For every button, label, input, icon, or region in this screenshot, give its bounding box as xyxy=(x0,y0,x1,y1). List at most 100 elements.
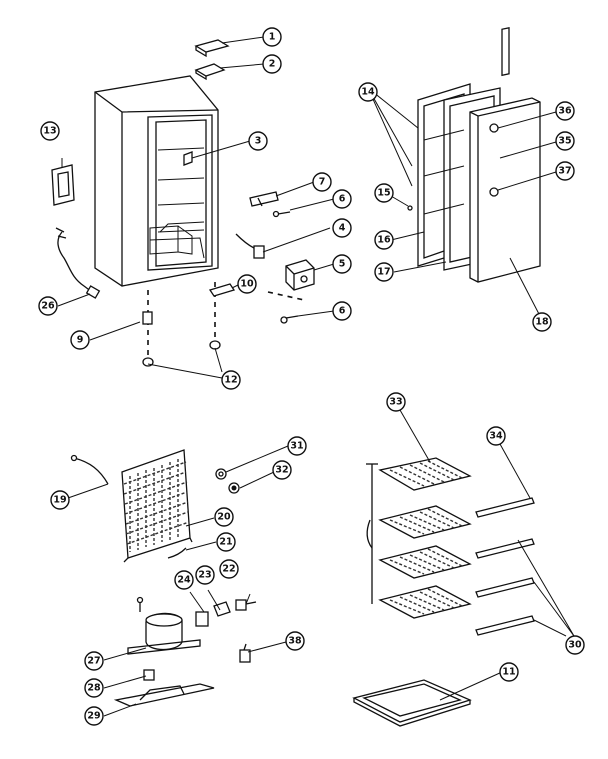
callout-33: 33 xyxy=(386,392,406,412)
cabinet xyxy=(94,75,219,287)
condenser xyxy=(121,449,193,563)
grommet-31 xyxy=(215,468,227,480)
callout-6-lower: 6 xyxy=(332,301,352,321)
callout-37: 37 xyxy=(555,161,575,181)
callout-15: 15 xyxy=(374,183,394,203)
callout-24: 24 xyxy=(174,570,194,590)
callout-3: 3 xyxy=(248,131,268,151)
callout-14: 14 xyxy=(358,82,378,102)
svg-text:28: 28 xyxy=(87,683,101,694)
svg-text:38: 38 xyxy=(288,636,302,647)
svg-text:33: 33 xyxy=(389,397,402,408)
capacitor xyxy=(239,643,251,663)
callout-4: 4 xyxy=(332,218,352,238)
svg-text:12: 12 xyxy=(224,375,237,386)
svg-text:32: 32 xyxy=(275,465,288,476)
power-cord xyxy=(55,227,101,299)
tube-clip xyxy=(167,547,187,559)
door-assembly xyxy=(407,27,541,283)
callout-5: 5 xyxy=(332,254,352,274)
thermostat xyxy=(285,259,315,291)
hinge-cover-lower xyxy=(194,63,226,81)
leader-lines xyxy=(57,36,575,717)
leveling-feet xyxy=(142,311,221,367)
callout-22: 22 xyxy=(219,559,239,579)
overload xyxy=(213,601,231,617)
callout-23: 23 xyxy=(195,565,215,585)
callout-17: 17 xyxy=(374,262,394,282)
callout-34: 34 xyxy=(486,426,506,446)
svg-text:17: 17 xyxy=(377,267,390,278)
callout-36: 36 xyxy=(555,101,575,121)
callout-38: 38 xyxy=(285,631,305,651)
callout-20: 20 xyxy=(214,507,234,527)
svg-text:11: 11 xyxy=(502,667,515,678)
svg-text:15: 15 xyxy=(377,188,390,199)
compressor xyxy=(127,596,201,655)
control-housing xyxy=(51,164,75,206)
callout-7: 7 xyxy=(312,172,332,192)
callout-2: 2 xyxy=(262,54,282,74)
svg-text:19: 19 xyxy=(53,495,66,506)
callout-16: 16 xyxy=(374,230,394,250)
svg-text:3: 3 xyxy=(255,136,262,147)
callout-11: 11 xyxy=(499,662,519,682)
svg-text:35: 35 xyxy=(558,136,571,147)
svg-text:5: 5 xyxy=(339,259,346,270)
drier-tube xyxy=(70,454,109,485)
callout-10: 10 xyxy=(237,274,257,294)
svg-text:37: 37 xyxy=(558,166,571,177)
svg-text:7: 7 xyxy=(319,177,326,188)
svg-text:21: 21 xyxy=(219,537,232,548)
svg-text:26: 26 xyxy=(41,301,55,312)
svg-text:23: 23 xyxy=(198,570,211,581)
lower-hinge xyxy=(208,283,236,297)
terminal-cover xyxy=(235,599,257,611)
svg-text:34: 34 xyxy=(489,431,503,442)
callout-6-upper: 6 xyxy=(332,189,352,209)
svg-text:6: 6 xyxy=(339,194,346,205)
svg-text:20: 20 xyxy=(217,512,231,523)
svg-text:22: 22 xyxy=(222,564,235,575)
svg-text:9: 9 xyxy=(77,335,84,346)
svg-text:29: 29 xyxy=(87,711,100,722)
svg-text:18: 18 xyxy=(535,317,549,328)
callout-28: 28 xyxy=(84,678,104,698)
mounting-grommet xyxy=(143,669,155,681)
svg-text:30: 30 xyxy=(568,640,582,651)
screw-upper xyxy=(272,210,291,218)
callout-35: 35 xyxy=(555,131,575,151)
bracket xyxy=(249,191,279,207)
svg-text:24: 24 xyxy=(177,575,191,586)
callout-1: 1 xyxy=(262,27,282,47)
svg-text:13: 13 xyxy=(43,126,56,137)
svg-text:36: 36 xyxy=(558,106,572,117)
svg-text:4: 4 xyxy=(339,223,346,234)
callout-18: 18 xyxy=(532,312,552,332)
callout-21: 21 xyxy=(216,532,236,552)
relay xyxy=(195,611,209,627)
svg-text:31: 31 xyxy=(290,441,303,452)
callout-30: 30 xyxy=(565,635,585,655)
callout-27: 27 xyxy=(84,651,104,671)
callout-19: 19 xyxy=(50,490,70,510)
grommet-32 xyxy=(228,482,240,494)
svg-text:2: 2 xyxy=(269,59,276,70)
thermostat-mount-line xyxy=(267,291,305,301)
hinge-cover-top xyxy=(194,39,230,58)
callout-29: 29 xyxy=(84,706,104,726)
svg-text:1: 1 xyxy=(269,32,276,43)
callout-26: 26 xyxy=(38,296,58,316)
screw-lower xyxy=(280,315,299,324)
door-switch xyxy=(235,233,265,259)
callout-31: 31 xyxy=(287,436,307,456)
svg-text:27: 27 xyxy=(87,656,100,667)
drip-tray xyxy=(352,679,472,727)
svg-text:14: 14 xyxy=(361,87,375,98)
svg-text:16: 16 xyxy=(377,235,391,246)
callout-32: 32 xyxy=(272,460,292,480)
interior-clip xyxy=(183,151,193,166)
svg-text:6: 6 xyxy=(339,306,346,317)
svg-text:10: 10 xyxy=(240,279,254,290)
